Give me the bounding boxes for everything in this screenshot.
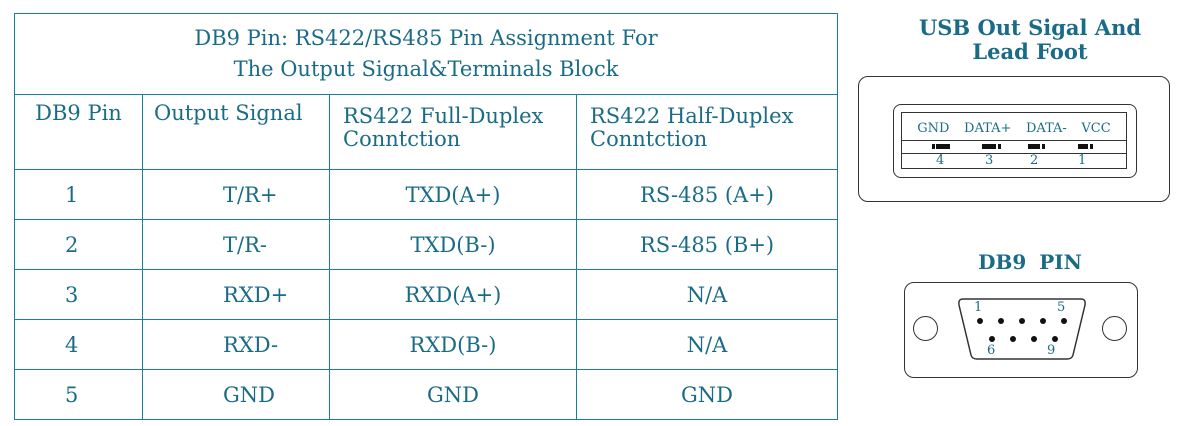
table-row: 3 RXD+ RXD(A+) N/A: [14, 269, 839, 320]
header-full-duplex-line1: RS422 Full-Duplex: [343, 104, 544, 128]
header-db9-pin: DB9 Pin: [14, 94, 143, 170]
cell-pin: 4: [14, 319, 143, 370]
cell-half-duplex: RS-485 (A+): [575, 169, 839, 220]
usb-label-data-minus: DATA-: [1025, 121, 1067, 136]
cell-pin: 1: [14, 169, 143, 220]
cell-signal: T/R-: [142, 219, 330, 270]
cell-pin: 2: [14, 219, 143, 270]
usb-contact: [998, 144, 1001, 149]
db9-pin: [1031, 336, 1037, 342]
db9-connector-diagram: 1 5 6 9: [904, 282, 1138, 378]
header-half-duplex-line1: RS422 Half-Duplex: [590, 104, 794, 128]
db9-pin: [1040, 318, 1046, 324]
db9-pin: [1061, 318, 1067, 324]
header-half-duplex-line2: Conntction: [590, 127, 708, 151]
db9-label-pin5: 5: [1057, 300, 1066, 315]
cell-half-duplex: N/A: [575, 319, 839, 370]
cell-half-duplex: N/A: [575, 269, 839, 320]
table-row: 1 T/R+ TXD(A+) RS-485 (A+): [14, 169, 839, 220]
table-header-row: DB9 Pin Output Signal RS422 Full-Duplex …: [14, 94, 839, 170]
db9-label-pin9: 9: [1047, 343, 1056, 358]
usb-contact-strip: [902, 140, 1126, 154]
cell-pin: 5: [14, 369, 143, 420]
pin-assignment-table: DB9 Pin: RS422/RS485 Pin Assignment For …: [13, 13, 839, 420]
db9-pin: [1019, 318, 1025, 324]
cell-half-duplex: RS-485 (B+): [575, 219, 839, 270]
usb-label-gnd: GND: [917, 121, 950, 136]
header-output-signal: Output Signal: [142, 94, 330, 170]
usb-connector-diagram: GND DATA+ DATA- VCC 4 3 2 1: [858, 76, 1170, 202]
cell-signal: GND: [142, 369, 330, 420]
usb-number: 2: [1030, 153, 1039, 168]
cell-signal: RXD-: [142, 319, 330, 370]
db9-pin: [998, 318, 1004, 324]
usb-contact: [1042, 144, 1045, 149]
db9-mount-hole-left: [913, 316, 938, 341]
usb-label-data-plus: DATA+: [964, 121, 1012, 136]
table-title: DB9 Pin: RS422/RS485 Pin Assignment For …: [13, 13, 839, 95]
table-title-line1: DB9 Pin: RS422/RS485 Pin Assignment For: [194, 26, 658, 50]
table-row: 5 GND GND GND: [14, 369, 839, 420]
table-row: 4 RXD- RXD(B-) N/A: [14, 319, 839, 370]
usb-contact: [1028, 144, 1040, 149]
db9-pin: [1010, 336, 1016, 342]
cell-signal: T/R+: [142, 169, 330, 220]
db9-pin: [989, 336, 995, 342]
cell-full-duplex: RXD(A+): [329, 269, 577, 320]
cell-full-duplex: RXD(B-): [329, 319, 577, 370]
usb-contact: [1090, 144, 1093, 149]
cell-full-duplex: GND: [329, 369, 577, 420]
usb-connector-port: GND DATA+ DATA- VCC 4 3 2 1: [901, 112, 1127, 169]
cell-half-duplex: GND: [575, 369, 839, 420]
usb-number: 3: [985, 153, 994, 168]
usb-contact: [936, 144, 950, 149]
usb-label-vcc: VCC: [1081, 121, 1111, 136]
db9-title: DB9 PIN: [978, 250, 1082, 274]
table-row: 2 T/R- TXD(B-) RS-485 (B+): [14, 219, 839, 270]
db9-label-pin6: 6: [987, 343, 996, 358]
cell-signal: RXD+: [142, 269, 330, 320]
cell-full-duplex: TXD(A+): [329, 169, 577, 220]
usb-contact: [1078, 144, 1088, 149]
db9-shell-outline: [958, 298, 1086, 360]
usb-number: 1: [1078, 153, 1087, 168]
usb-title: USB Out Sigal And Lead Foot: [900, 16, 1160, 64]
header-full-duplex-line2: Conntction: [343, 127, 461, 151]
cell-full-duplex: TXD(B-): [329, 219, 577, 270]
usb-pin-labels: GND DATA+ DATA- VCC: [902, 121, 1126, 136]
db9-mount-hole-right: [1102, 316, 1127, 341]
usb-connector-body: GND DATA+ DATA- VCC 4 3 2 1: [893, 104, 1137, 178]
header-half-duplex: RS422 Half-Duplex Conntction: [575, 94, 839, 170]
cell-pin: 3: [14, 269, 143, 320]
table-title-line2: The Output Signal&Terminals Block: [233, 57, 619, 81]
usb-contact: [982, 144, 996, 149]
usb-title-line2: Lead Foot: [972, 39, 1088, 64]
usb-number: 4: [936, 153, 945, 168]
db9-pin: [977, 318, 983, 324]
db9-label-pin1: 1: [974, 300, 983, 315]
usb-title-line1: USB Out Sigal And: [918, 15, 1142, 40]
db9-pin: [1052, 336, 1058, 342]
header-full-duplex: RS422 Full-Duplex Conntction: [329, 94, 577, 170]
usb-contact: [932, 144, 935, 149]
